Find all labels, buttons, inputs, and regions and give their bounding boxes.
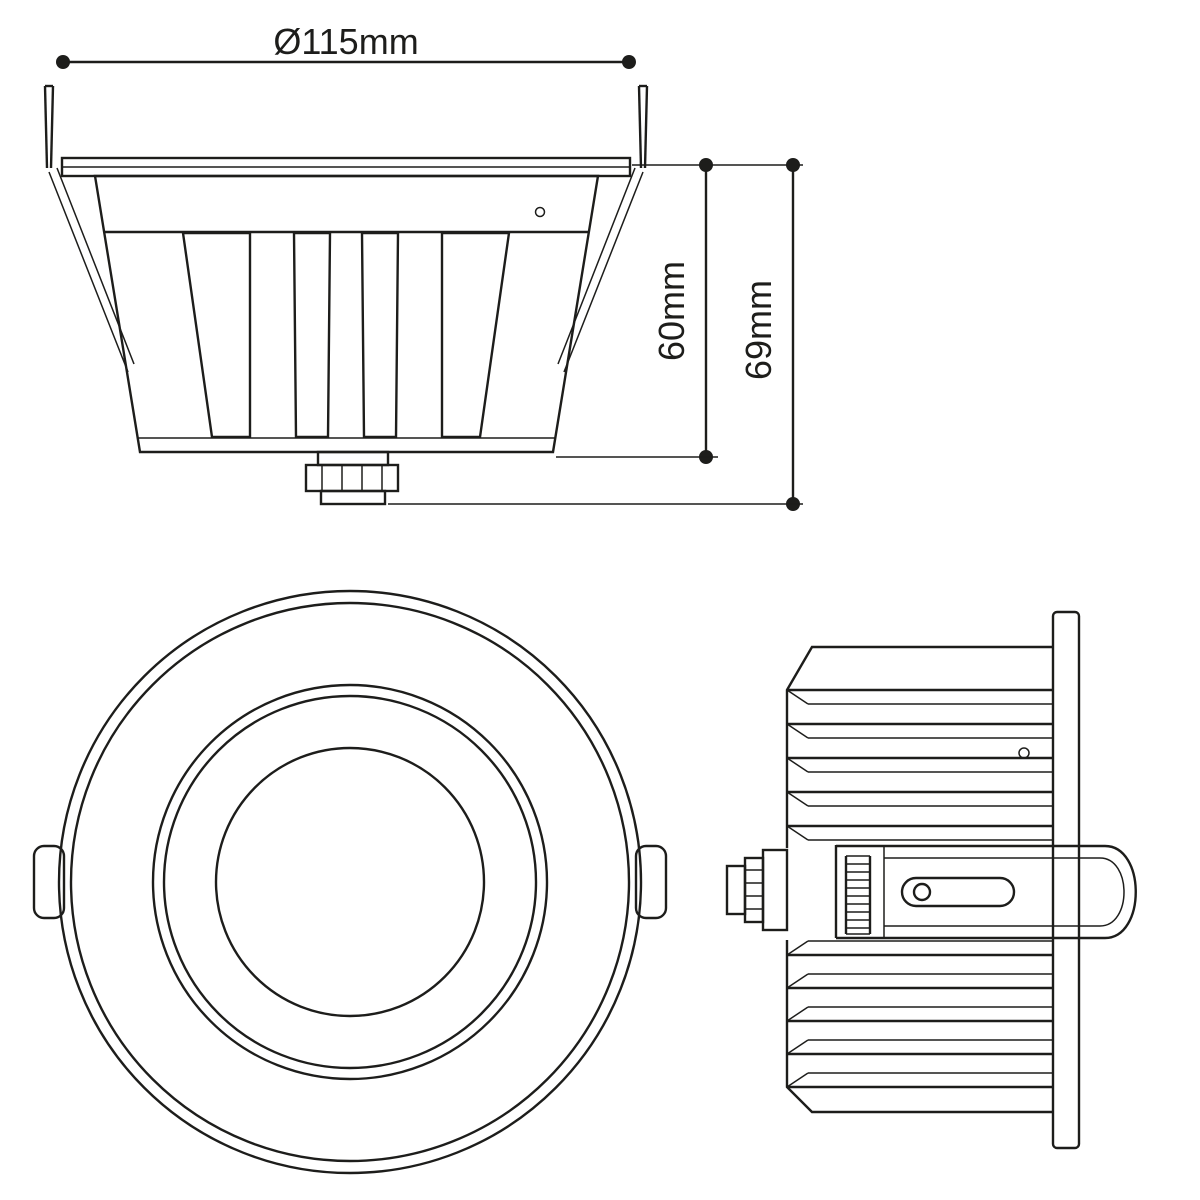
trim-flange-edge: [1051, 610, 1081, 1150]
overall-height-dimension-label: 69mm: [738, 280, 779, 380]
clip-tab-right: [634, 844, 668, 920]
dimension-endpoint-dot: [699, 158, 713, 172]
clip-hook-inner: [1048, 857, 1125, 927]
heatsink-fins-lower: [786, 940, 1053, 1089]
trim-outer-ring: [57, 589, 643, 1175]
coil-spring: [844, 855, 872, 935]
heatsink-fins: [138, 231, 555, 439]
heatsink-fins-upper: [786, 688, 1053, 841]
clip-hook-outer: [1048, 844, 1137, 940]
clip-slot: [900, 876, 1016, 908]
screw-mark: [1018, 747, 1030, 759]
drawing-linework: Ø115mm: [32, 21, 1137, 1175]
heatsink-body-side: [785, 645, 1053, 1114]
face-view: [32, 589, 668, 1175]
clip-tab-left: [32, 844, 66, 920]
dimension-endpoint-dot: [786, 158, 800, 172]
spring-clip-right: [557, 84, 649, 373]
lens-circle: [214, 746, 486, 1018]
side-view: [725, 610, 1137, 1150]
dimension-endpoint-dot: [622, 55, 636, 69]
screw-mark: [534, 206, 546, 218]
dimension-endpoint-dot: [56, 55, 70, 69]
recess-depth-dimension: 60mm: [556, 158, 803, 464]
trim-flange: [60, 156, 632, 178]
elevation-view: Ø115mm: [43, 21, 803, 511]
heatsink-body: [93, 174, 600, 454]
cable-gland-side: [725, 848, 789, 932]
diameter-dimension-label: Ø115mm: [273, 21, 418, 62]
diameter-dimension: Ø115mm: [56, 21, 636, 69]
overall-height-dimension: 69mm: [388, 158, 803, 511]
trim-inner-ring: [69, 601, 631, 1163]
clip-pin: [912, 882, 932, 902]
bezel-outer-ring: [151, 683, 549, 1081]
spring-clip-mechanism: [834, 844, 1137, 940]
bezel-inner-ring: [162, 694, 538, 1070]
recess-depth-dimension-label: 60mm: [651, 261, 692, 361]
cable-gland: [304, 450, 400, 506]
